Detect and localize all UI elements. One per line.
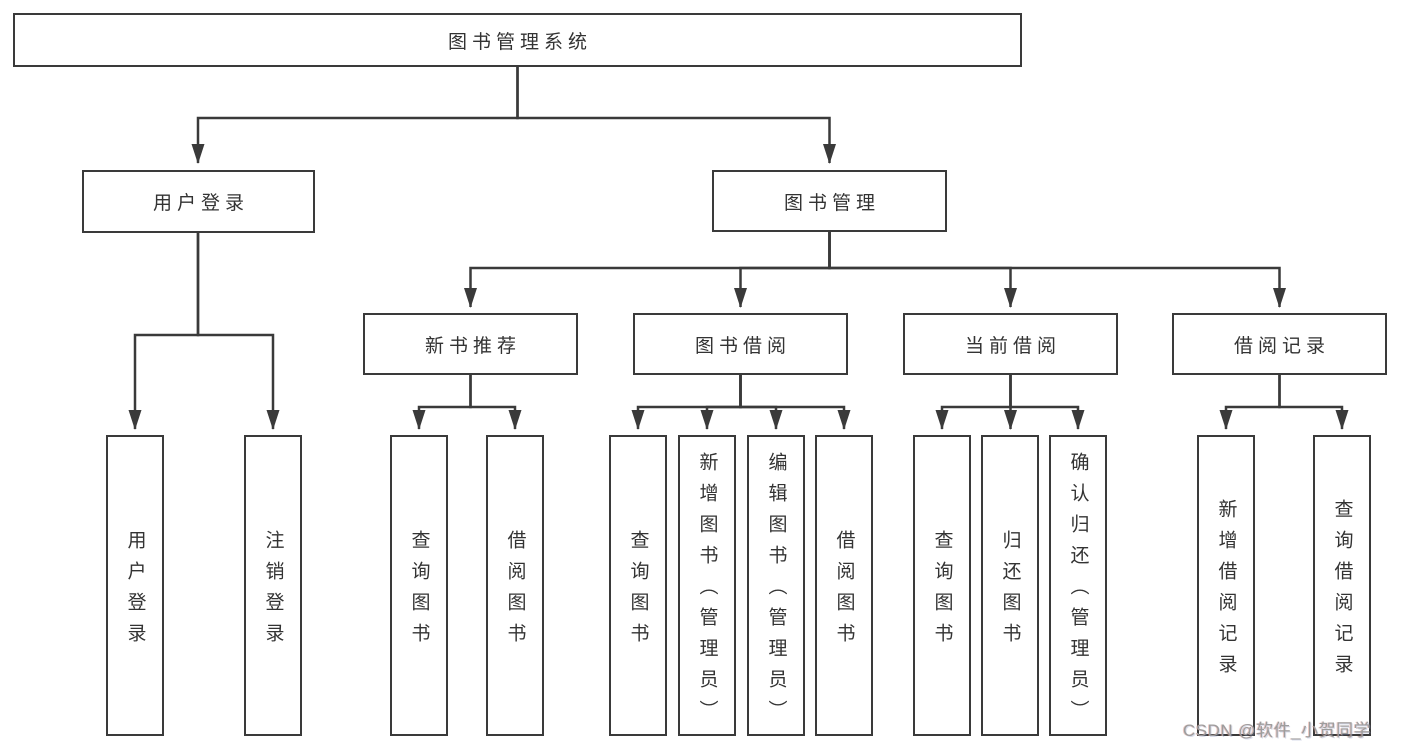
node-label: 查询借阅记录: [1331, 498, 1353, 685]
leaf-add-borrow-record: 新增借阅记录: [1197, 435, 1255, 736]
node-label: 新书推荐: [424, 335, 521, 357]
leaf-return-book: 归还图书: [981, 435, 1039, 736]
leaf-borrow-book-recommend: 借阅图书: [486, 435, 544, 736]
leaf-user-login: 用户登录: [106, 435, 164, 736]
leaf-query-book-borrowing: 查询图书: [609, 435, 667, 736]
leaf-confirm-return-admin: 确认归还（管理员）: [1049, 435, 1107, 736]
node-label: 借阅记录: [1233, 335, 1330, 357]
node-label: 编辑图书（管理员）: [765, 452, 787, 731]
node-new-book-recommend: 新书推荐: [363, 313, 578, 375]
node-label: 注销登录: [262, 529, 284, 654]
node-library-system-root: 图书管理系统: [13, 13, 1022, 67]
node-current-borrowing: 当前借阅: [903, 313, 1118, 375]
node-user-login: 用户登录: [82, 170, 315, 233]
node-label: 查询图书: [408, 529, 430, 654]
node-label: 图书借阅: [694, 335, 791, 357]
node-label: 图书管理: [783, 192, 880, 214]
leaf-edit-book-admin: 编辑图书（管理员）: [747, 435, 805, 736]
node-label: 借阅图书: [504, 529, 526, 654]
node-label: 用户登录: [124, 529, 146, 654]
leaf-add-book-admin: 新增图书（管理员）: [678, 435, 736, 736]
node-label: 当前借阅: [964, 335, 1061, 357]
node-label: 图书管理系统: [447, 31, 592, 53]
csdn-watermark: CSDN @软件_小贺同学: [1183, 721, 1372, 740]
leaf-query-book-current: 查询图书: [913, 435, 971, 736]
node-label: 用户登录: [152, 193, 249, 214]
node-label: 新增图书（管理员）: [696, 452, 718, 731]
leaf-borrow-book-borrowing: 借阅图书: [815, 435, 873, 736]
node-book-borrowing: 图书借阅: [633, 313, 848, 375]
node-label: 查询图书: [627, 529, 649, 654]
node-label: 确认归还（管理员）: [1067, 452, 1089, 731]
node-label: 查询图书: [931, 529, 953, 654]
node-label: 新增借阅记录: [1215, 498, 1237, 685]
leaf-logout: 注销登录: [244, 435, 302, 736]
node-label: 归还图书: [999, 529, 1021, 654]
node-label: 借阅图书: [833, 529, 855, 654]
node-borrow-records: 借阅记录: [1172, 313, 1387, 375]
node-book-management: 图书管理: [712, 170, 947, 232]
leaf-query-borrow-record: 查询借阅记录: [1313, 435, 1371, 736]
leaf-query-book-recommend: 查询图书: [390, 435, 448, 736]
